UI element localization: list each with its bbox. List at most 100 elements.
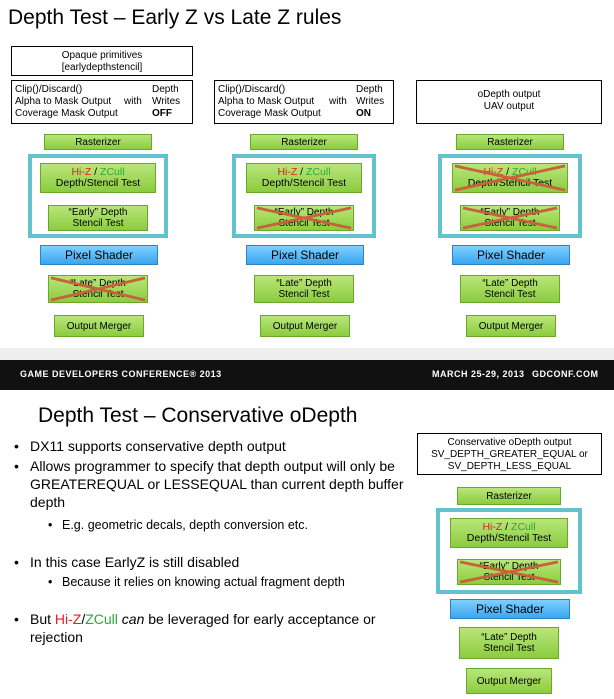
col1-cond-right-2: Writes bbox=[152, 96, 181, 107]
col2-late-line2: Stencil Test bbox=[278, 289, 330, 300]
col1-cond-left-2: Alpha to Mask Output bbox=[15, 96, 112, 107]
gdc-banner: GAME DEVELOPERS CONFERENCE® 2013 MARCH 2… bbox=[0, 360, 614, 390]
col2-early-frame bbox=[232, 154, 376, 238]
col2-late-box: “Late” Depth Stencil Test bbox=[254, 275, 354, 303]
banner-site: GDCONF.COM bbox=[532, 369, 599, 379]
col2-rasterizer-label: Rasterizer bbox=[281, 136, 327, 148]
col2-rasterizer: Rasterizer bbox=[250, 134, 358, 150]
col1-late-line2: Stencil Test bbox=[72, 289, 124, 300]
col3-hiz-line2: Depth/Stencil Test bbox=[467, 177, 553, 189]
s2-pixel-shader: Pixel Shader bbox=[450, 599, 570, 619]
col2-output-merger: Output Merger bbox=[260, 315, 350, 337]
col1-header-line1: Opaque primitives bbox=[61, 50, 143, 61]
bullet-4: But Hi-Z/ZCull can be leveraged for earl… bbox=[12, 610, 412, 646]
s2-output-merger-label: Output Merger bbox=[476, 675, 542, 687]
col1-conditions-box: Clip()/Discard() Alpha to Mask Output Co… bbox=[11, 80, 193, 124]
col1-early-line1: “Early” Depth bbox=[68, 207, 128, 218]
banner-left-text: GAME DEVELOPERS CONFERENCE® 2013 bbox=[20, 369, 222, 379]
col1-early-frame bbox=[28, 154, 168, 238]
col3-output-merger: Output Merger bbox=[466, 315, 556, 337]
bullet-3-sub: Because it relies on knowing actual frag… bbox=[12, 574, 412, 590]
col2-output-merger-label: Output Merger bbox=[272, 320, 338, 332]
slide2-title: Depth Test – Conservative oDepth bbox=[38, 404, 358, 427]
col1-pixel-shader-label: Pixel Shader bbox=[64, 248, 134, 262]
col1-cond-with: with bbox=[124, 96, 142, 107]
col1-cond-right-3: OFF bbox=[152, 108, 172, 119]
banner-dates: MARCH 25-29, 2013 bbox=[432, 369, 525, 379]
col1-late-line1: “Late” Depth bbox=[70, 278, 126, 289]
s2-early-box: “Early” Depth Stencil Test bbox=[457, 559, 561, 585]
col1-hiz-line2: Depth/Stencil Test bbox=[55, 177, 141, 189]
col3-early-box: “Early” Depth Stencil Test bbox=[460, 205, 560, 231]
bullet-2-sub: E.g. geometric decals, depth conversion … bbox=[12, 517, 412, 533]
s2-rasterizer: Rasterizer bbox=[457, 487, 561, 505]
col2-early-box: “Early” Depth Stencil Test bbox=[254, 205, 354, 231]
s2-hiz-label: Hi-Z bbox=[482, 521, 503, 533]
s2-output-merger: Output Merger bbox=[466, 668, 552, 694]
col3-rasterizer: Rasterizer bbox=[456, 134, 564, 150]
col3-early-frame bbox=[438, 154, 582, 238]
col3-header-box: oDepth output UAV output bbox=[416, 80, 602, 124]
col1-pixel-shader: Pixel Shader bbox=[40, 245, 158, 265]
col2-early-line2: Stencil Test bbox=[278, 218, 330, 229]
s2-late-box: “Late” Depth Stencil Test bbox=[459, 627, 559, 659]
col2-pixel-shader-label: Pixel Shader bbox=[270, 248, 340, 262]
bullet-4-sep: / bbox=[81, 611, 86, 627]
s2-late-line2: Stencil Test bbox=[483, 643, 535, 654]
col3-header-line2: UAV output bbox=[483, 101, 535, 112]
s2-early-line1: “Early” Depth bbox=[479, 561, 539, 572]
col1-cond-left-3: Coverage Mask Output bbox=[15, 108, 118, 119]
col2-cond-right-1: Depth bbox=[356, 84, 383, 95]
col2-late-line1: “Late” Depth bbox=[276, 278, 332, 289]
col2-hiz-label: Hi-Z bbox=[277, 166, 298, 178]
col1-output-merger-label: Output Merger bbox=[66, 320, 132, 332]
slide-divider bbox=[0, 348, 614, 360]
s2-rasterizer-label: Rasterizer bbox=[486, 490, 532, 502]
bullet-4-can: can bbox=[121, 611, 145, 627]
s2-header-line2: SV_DEPTH_GREATER_EQUAL or bbox=[431, 449, 588, 460]
s2-late-line1: “Late” Depth bbox=[481, 632, 537, 643]
bullet-1: DX11 supports conservative depth output bbox=[12, 437, 412, 455]
col3-late-box: “Late” Depth Stencil Test bbox=[460, 275, 560, 303]
col1-cond-right-1: Depth bbox=[152, 84, 179, 95]
col3-pixel-shader-label: Pixel Shader bbox=[476, 248, 546, 262]
s2-header-box: Conservative oDepth output SV_DEPTH_GREA… bbox=[417, 433, 602, 475]
col1-hiz-sep: / bbox=[91, 166, 101, 178]
bullet-4-hiz: Hi-Z bbox=[54, 611, 82, 627]
col1-header-line2: [earlydepthstencil] bbox=[61, 62, 143, 73]
s2-hiz-line2: Depth/Stencil Test bbox=[466, 532, 552, 544]
col3-rasterizer-label: Rasterizer bbox=[487, 136, 533, 148]
s2-zcull-label: ZCull bbox=[511, 521, 536, 533]
col2-hiz-box: Hi-Z / ZCull Depth/Stencil Test bbox=[246, 163, 362, 193]
col2-cond-right-2: Writes bbox=[356, 96, 385, 107]
col3-output-merger-label: Output Merger bbox=[478, 320, 544, 332]
col1-rasterizer: Rasterizer bbox=[44, 134, 152, 150]
bullet-4-post: be leveraged for early acceptance or rej… bbox=[30, 611, 376, 645]
slide2-bullets: DX11 supports conservative depth output … bbox=[12, 437, 412, 646]
s2-pixel-shader-label: Pixel Shader bbox=[475, 602, 545, 616]
col2-cond-left-3: Coverage Mask Output bbox=[218, 108, 321, 119]
bullet-3: In this case EarlyZ is still disabled bbox=[12, 553, 412, 571]
col3-late-line1: “Late” Depth bbox=[482, 278, 538, 289]
col1-rasterizer-label: Rasterizer bbox=[75, 136, 121, 148]
col2-early-line1: “Early” Depth bbox=[274, 207, 334, 218]
col3-late-line2: Stencil Test bbox=[484, 289, 536, 300]
col1-output-merger: Output Merger bbox=[54, 315, 144, 337]
bullet-4-pre: But bbox=[30, 611, 55, 627]
s2-header-line1: Conservative oDepth output bbox=[447, 437, 572, 448]
col2-cond-right-3: ON bbox=[356, 108, 371, 119]
col2-conditions-box: Clip()/Discard() Alpha to Mask Output Co… bbox=[214, 80, 394, 124]
slide1-title: Depth Test – Early Z vs Late Z rules bbox=[8, 6, 342, 29]
col2-hiz-line2: Depth/Stencil Test bbox=[261, 177, 347, 189]
col3-early-line1: “Early” Depth bbox=[480, 207, 540, 218]
col3-pixel-shader: Pixel Shader bbox=[452, 245, 570, 265]
col3-early-line2: Stencil Test bbox=[484, 218, 536, 229]
s2-hiz-box: Hi-Z / ZCull Depth/Stencil Test bbox=[450, 518, 568, 548]
col1-late-box: “Late” Depth Stencil Test bbox=[48, 275, 148, 303]
col1-early-box: “Early” Depth Stencil Test bbox=[48, 205, 148, 231]
s2-early-line2: Stencil Test bbox=[483, 572, 535, 583]
col1-zcull-label: ZCull bbox=[100, 166, 125, 178]
col2-hiz-sep: / bbox=[297, 166, 307, 178]
s2-header-line3: SV_DEPTH_LESS_EQUAL bbox=[447, 461, 572, 472]
s2-early-frame bbox=[436, 508, 582, 594]
